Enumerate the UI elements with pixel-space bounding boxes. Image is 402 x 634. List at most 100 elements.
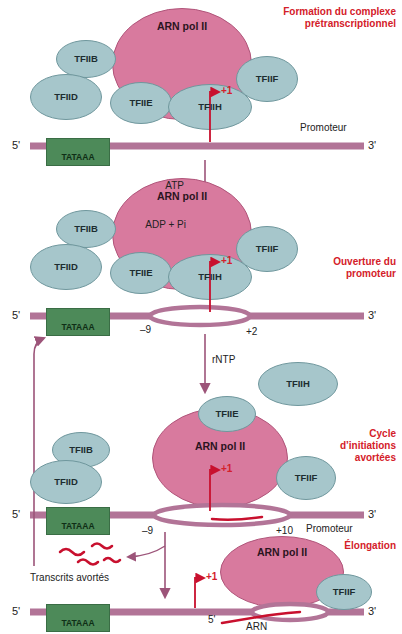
factor-name: ARN pol II [157, 190, 207, 202]
protein-ellipse: TFIIE [110, 252, 172, 294]
tata-box: TATAAA [46, 138, 110, 166]
factor-name: TFIIE [129, 98, 152, 109]
factor-name: TFIIB [74, 54, 98, 65]
protein-shape [31, 461, 102, 504]
start-site-arrow [195, 578, 204, 608]
molecule-label: Transcrits avortés [30, 572, 109, 584]
protein-ellipse: TFIID [30, 460, 102, 504]
protein-shape [31, 75, 102, 120]
protein-ellipse: TFIIF [236, 226, 298, 272]
protein-ellipse: TFIIE [110, 82, 172, 124]
factor-name: ARN pol II [257, 546, 307, 558]
protein-ellipse: TFIIH [258, 362, 338, 406]
protein-ellipse: TFIIH [168, 84, 252, 130]
protein-shape [259, 363, 338, 406]
strand-end: 5' [12, 309, 20, 321]
sequence-label: TATAAA [61, 153, 94, 163]
stage-title: Cycle d’initiations avortées [324, 428, 396, 464]
strand-end: 3' [368, 508, 376, 520]
stage-title: Élongation [316, 540, 396, 552]
strand-end: 5' [12, 508, 20, 520]
aborted-transcript [60, 549, 84, 555]
protein-shape [31, 245, 102, 290]
protein-shape [199, 397, 256, 432]
protein-ellipse: TFIID [30, 74, 102, 120]
protein-shape [169, 85, 252, 130]
start-site: +1 [221, 85, 232, 97]
factor-name: TFIIB [74, 224, 98, 235]
factor-name: TFIIH [286, 379, 310, 390]
start-site-arrow [210, 262, 219, 312]
protein-ellipse: TFIIF [316, 574, 372, 610]
aborted-transcript [92, 544, 112, 549]
strand-end: 5' [12, 605, 20, 617]
start-site: +1 [206, 571, 217, 583]
step-arrow [204, 334, 206, 392]
protein-shape [237, 57, 298, 102]
protein-shape [57, 211, 116, 248]
factor-name: TFIIH [198, 272, 222, 283]
molecule-label: ARN [246, 621, 267, 633]
factor-name: TFIIF [256, 74, 279, 85]
factor-name: ARN pol II [157, 20, 207, 32]
start-site: +1 [221, 255, 232, 267]
factor-name: TFIIF [333, 587, 356, 598]
protein-ellipse: TFIIB [56, 40, 116, 78]
protein-shape [111, 83, 172, 124]
short-rna [212, 517, 262, 520]
region-label: Promoteur [300, 122, 347, 134]
step-arrow [164, 532, 166, 597]
protein-ellipse: TFIIE [198, 396, 256, 432]
protein-shape [237, 227, 298, 272]
protein-shape [57, 41, 116, 78]
molecule-label: ADP + Pi [130, 219, 186, 231]
protein-shape [169, 255, 252, 300]
position-marker: –9 [140, 324, 151, 336]
factor-name: ARN pol II [195, 440, 245, 452]
protein-shape [317, 575, 372, 610]
start-site-arrow [210, 470, 219, 511]
protein-ellipse: TFIIH [168, 254, 252, 300]
position-marker: –9 [142, 525, 153, 537]
sequence-label: TATAAA [61, 619, 94, 629]
factor-name: TFIIE [129, 268, 152, 279]
tata-box: TATAAA [46, 308, 110, 336]
factor-name: TFIIF [295, 473, 318, 484]
position-marker: +10 [276, 525, 293, 537]
factor-name: TFIIB [69, 445, 93, 456]
tata-box: TATAAA [46, 507, 110, 535]
strand-end: 3' [368, 309, 376, 321]
protein-ellipse: TFIID [30, 244, 102, 290]
tata-box: TATAAA [46, 604, 110, 632]
start-site: +1 [221, 463, 232, 475]
stage-title: Ouverture du promoteur [316, 256, 396, 280]
factor-name: TFIIE [215, 409, 238, 420]
aborted-transcript [104, 558, 120, 562]
factor-name: TFIIH [198, 102, 222, 113]
open-promoter-bubble [154, 505, 290, 525]
transcription-bubble [252, 604, 328, 620]
position-marker: +2 [246, 326, 257, 338]
sequence-label: TATAAA [61, 522, 94, 532]
protein-shape [111, 253, 172, 294]
branch-arrow [128, 546, 165, 557]
protein-shape [277, 457, 336, 500]
factor-name: TFIID [54, 92, 78, 103]
strand-end: 5' [208, 614, 215, 626]
strand-end: 3' [368, 605, 376, 617]
region-label: Promoteur [306, 523, 353, 535]
protein-ellipse: TFIIB [56, 210, 116, 248]
factor-name: TFIIF [256, 244, 279, 255]
strand-end: 3' [368, 139, 376, 151]
stage-title: Formation du complexe prétranscriptionne… [250, 6, 396, 30]
aborted-transcript [78, 560, 98, 565]
start-site-arrow [210, 92, 219, 142]
recycle-arrow [34, 338, 44, 566]
protein-ellipse: TFIIF [276, 456, 336, 500]
strand-end: 5' [12, 139, 20, 151]
factor-name: TFIID [54, 477, 78, 488]
sequence-label: TATAAA [61, 323, 94, 333]
factor-name: TFIID [54, 262, 78, 273]
